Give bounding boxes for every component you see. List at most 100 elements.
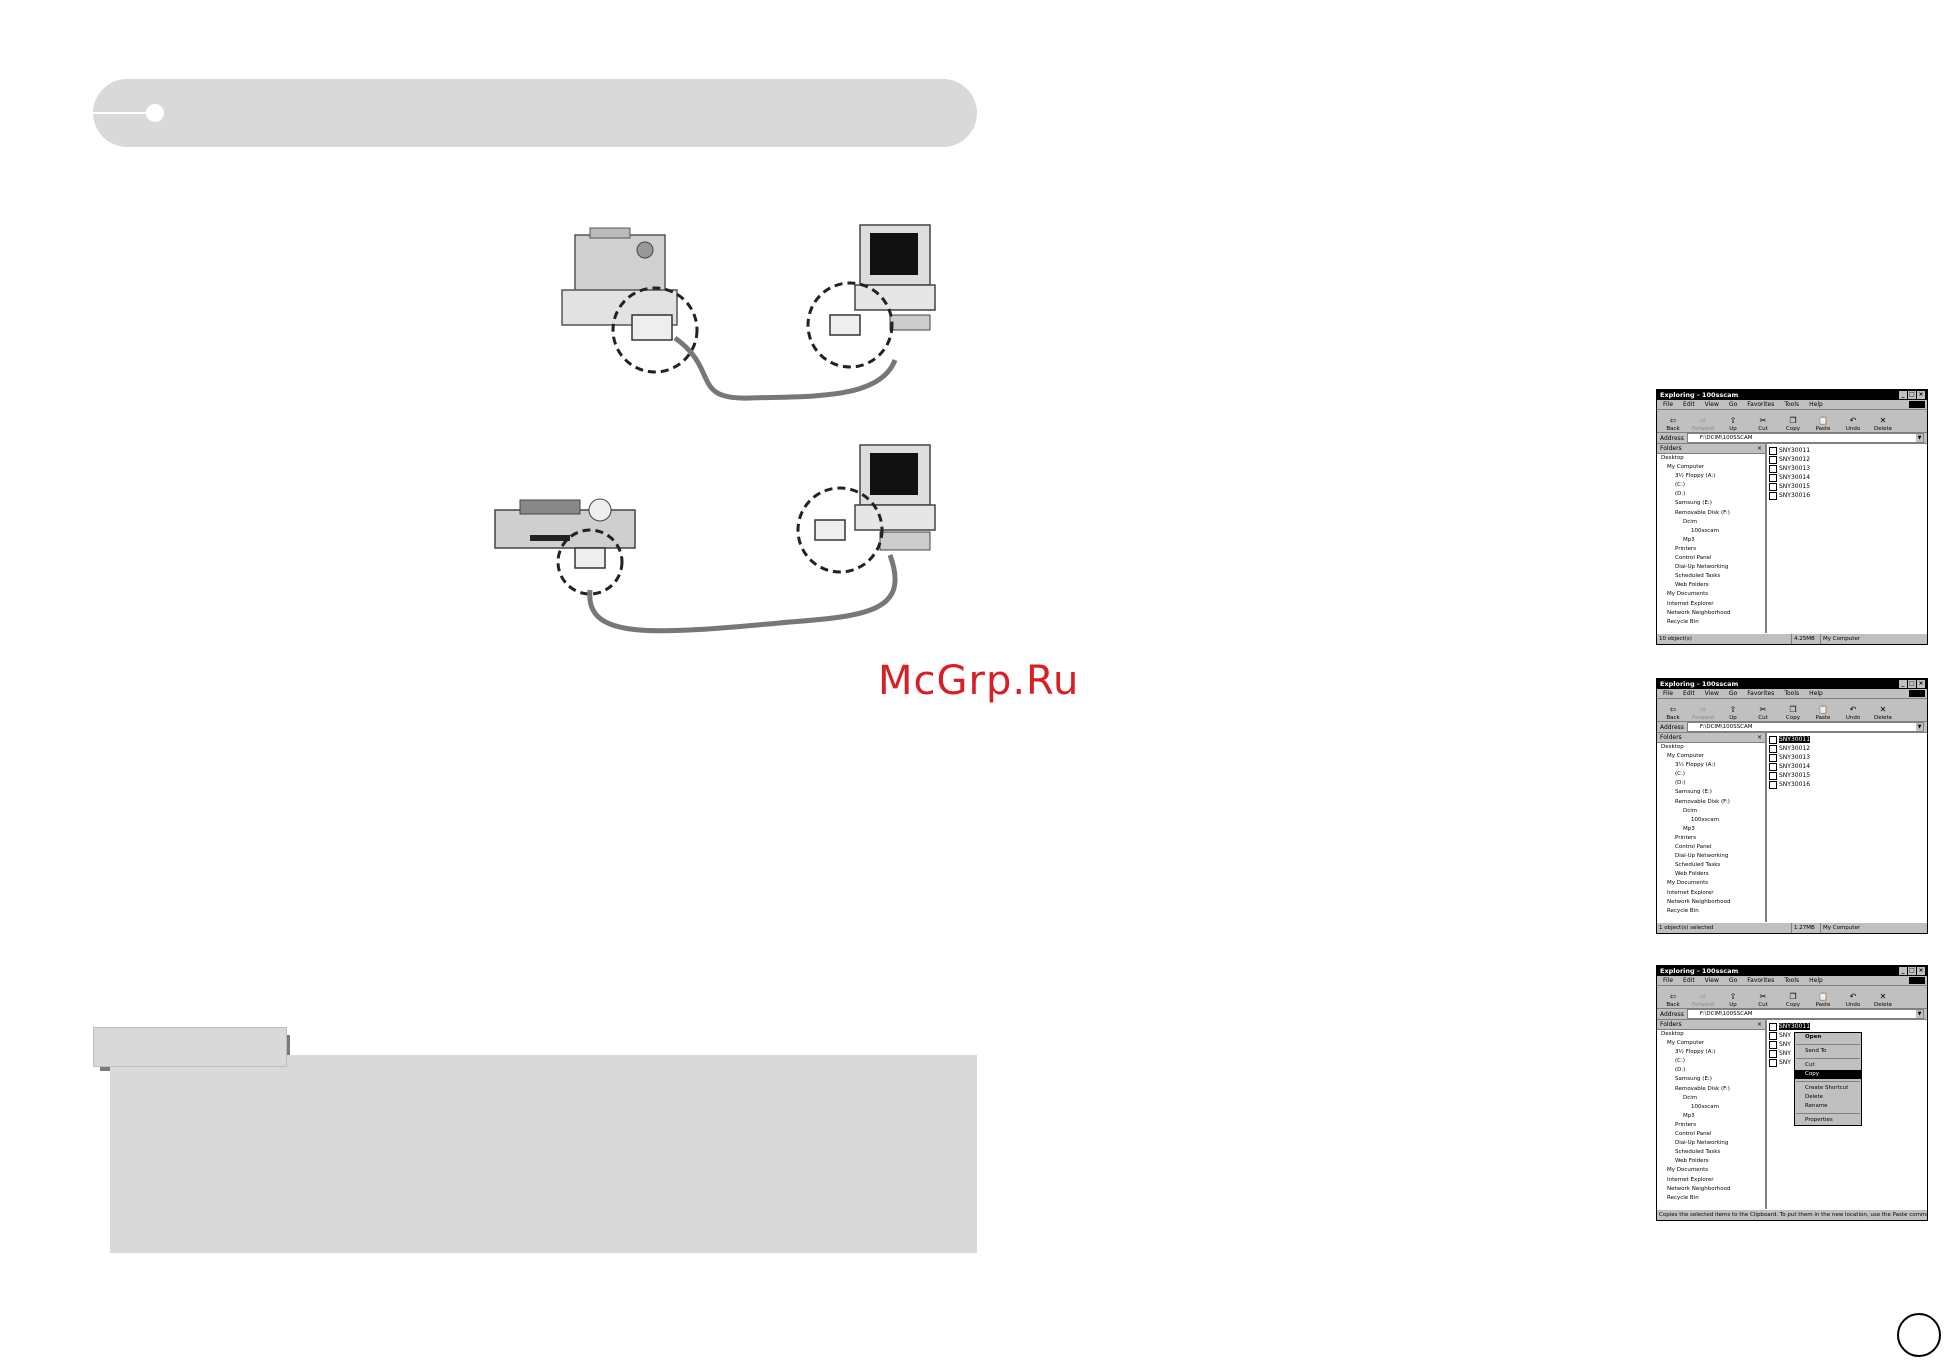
close-icon[interactable]: × xyxy=(1756,445,1762,452)
chevron-down-icon[interactable]: ▼ xyxy=(1916,434,1923,442)
tree-item[interactable]: Samsung (E:) xyxy=(1675,1076,1712,1083)
paste-button[interactable]: 📋Paste xyxy=(1810,416,1836,432)
tree-item[interactable]: Printers xyxy=(1675,545,1697,552)
back-button[interactable]: ⇦Back xyxy=(1660,416,1686,432)
delete-button[interactable]: ✕Delete xyxy=(1870,705,1896,721)
paste-button[interactable]: 📋Paste xyxy=(1810,705,1836,721)
file-item[interactable]: SNY xyxy=(1769,1058,1925,1067)
tree-item[interactable]: (C:) xyxy=(1675,1058,1685,1065)
tree-item[interactable]: Mp3 xyxy=(1683,825,1695,832)
tree-item[interactable]: Desktop xyxy=(1661,1031,1684,1037)
file-item[interactable]: SNY30012 xyxy=(1769,744,1925,753)
menu-view[interactable]: View xyxy=(1704,977,1719,984)
tree-item[interactable]: My Documents xyxy=(1667,1167,1709,1174)
context-menu-create-shortcut[interactable]: Create Shortcut xyxy=(1805,1085,1849,1091)
tree-item[interactable]: My Documents xyxy=(1667,591,1709,598)
tree-item[interactable]: Removable Disk (F:) xyxy=(1675,798,1730,805)
menu-tools[interactable]: Tools xyxy=(1784,690,1800,697)
context-menu-copy[interactable]: Copy xyxy=(1795,1070,1861,1079)
tree-item[interactable]: Printers xyxy=(1675,1121,1697,1128)
menu-go[interactable]: Go xyxy=(1728,690,1738,697)
minimize-button[interactable]: _ xyxy=(1899,680,1907,688)
menu-help[interactable]: Help xyxy=(1809,977,1823,984)
menu-edit[interactable]: Edit xyxy=(1683,401,1695,408)
file-item[interactable]: SNY xyxy=(1769,1031,1925,1040)
delete-button[interactable]: ✕Delete xyxy=(1870,992,1896,1008)
tree-item[interactable]: Internet Explorer xyxy=(1667,600,1714,607)
file-item[interactable]: SNY30015 xyxy=(1769,771,1925,780)
menu-favorites[interactable]: Favorites xyxy=(1747,690,1775,697)
tree-item[interactable]: Scheduled Tasks xyxy=(1675,573,1721,580)
undo-button[interactable]: ↶Undo xyxy=(1840,416,1866,432)
tree-item[interactable]: (D:) xyxy=(1675,780,1686,787)
tree-item[interactable]: (C:) xyxy=(1675,482,1685,489)
tree-item[interactable]: Control Panel xyxy=(1675,555,1712,562)
back-button[interactable]: ⇦Back xyxy=(1660,705,1686,721)
tree-item[interactable]: Dial-Up Networking xyxy=(1675,1140,1729,1147)
menu-file[interactable]: File xyxy=(1663,977,1674,984)
tree-item[interactable]: Mp3 xyxy=(1683,1112,1695,1119)
back-button[interactable]: ⇦Back xyxy=(1660,992,1686,1008)
tree-item[interactable]: Web Folders xyxy=(1675,582,1709,589)
cut-button[interactable]: ✂Cut xyxy=(1750,416,1776,432)
file-item[interactable]: SNY30016 xyxy=(1769,780,1925,789)
tree-item[interactable]: Recycle Bin xyxy=(1667,1194,1699,1201)
context-menu-rename[interactable]: Rename xyxy=(1805,1103,1828,1109)
context-menu-properties[interactable]: Properties xyxy=(1805,1117,1833,1123)
undo-button[interactable]: ↶Undo xyxy=(1840,705,1866,721)
maximize-button[interactable]: □ xyxy=(1908,967,1916,975)
file-item[interactable]: SNY30013 xyxy=(1769,464,1925,473)
copy-button[interactable]: ❐Copy xyxy=(1780,992,1806,1008)
address-input[interactable]: F:\DCIM\100SSCAM▼ xyxy=(1686,722,1924,732)
tree-item[interactable]: 3½ Floppy (A:) xyxy=(1675,473,1716,480)
context-menu-open[interactable]: Open xyxy=(1805,1034,1822,1040)
tree-item[interactable]: (C:) xyxy=(1675,771,1685,778)
chevron-down-icon[interactable]: ▼ xyxy=(1916,1010,1923,1018)
tree-item[interactable]: Desktop xyxy=(1661,744,1684,750)
close-icon[interactable]: × xyxy=(1756,734,1762,741)
tree-item[interactable]: Scheduled Tasks xyxy=(1675,1149,1721,1156)
file-item[interactable]: SNY30011 xyxy=(1769,446,1925,455)
address-input[interactable]: F:\DCIM\100SSCAM▼ xyxy=(1686,433,1924,443)
menu-edit[interactable]: Edit xyxy=(1683,977,1695,984)
tree-item[interactable]: Network Neighborhood xyxy=(1667,609,1731,616)
forward-button[interactable]: ⇨Forward xyxy=(1690,992,1716,1008)
tree-item[interactable]: Dcim xyxy=(1683,1094,1698,1101)
tree-item[interactable]: Scheduled Tasks xyxy=(1675,862,1721,869)
tree-item[interactable]: Dial-Up Networking xyxy=(1675,853,1729,860)
delete-button[interactable]: ✕Delete xyxy=(1870,416,1896,432)
menu-help[interactable]: Help xyxy=(1809,401,1823,408)
tree-item[interactable]: My Computer xyxy=(1667,464,1705,471)
file-item[interactable]: SNY30014 xyxy=(1769,762,1925,771)
tree-item[interactable]: My Documents xyxy=(1667,880,1709,887)
tree-item[interactable]: Control Panel xyxy=(1675,844,1712,851)
tree-item[interactable]: Internet Explorer xyxy=(1667,889,1714,896)
tree-item[interactable]: Network Neighborhood xyxy=(1667,1185,1731,1192)
tree-item[interactable]: Removable Disk (F:) xyxy=(1675,1085,1730,1092)
tree-item[interactable]: 3½ Floppy (A:) xyxy=(1675,762,1716,769)
menu-favorites[interactable]: Favorites xyxy=(1747,977,1775,984)
context-menu-send-to[interactable]: Send To xyxy=(1805,1048,1827,1054)
copy-button[interactable]: ❐Copy xyxy=(1780,416,1806,432)
file-item-selected[interactable]: SNY30011 xyxy=(1769,735,1925,744)
tree-item[interactable]: Control Panel xyxy=(1675,1131,1712,1138)
file-item[interactable]: SNY xyxy=(1769,1040,1925,1049)
address-input[interactable]: F:\DCIM\100SSCAM▼ xyxy=(1686,1009,1924,1019)
up-button[interactable]: ⇧Up xyxy=(1720,416,1746,432)
close-button[interactable]: × xyxy=(1917,967,1925,975)
up-button[interactable]: ⇧Up xyxy=(1720,705,1746,721)
tree-item[interactable]: Mp3 xyxy=(1683,536,1695,543)
tree-item[interactable]: Dial-Up Networking xyxy=(1675,564,1729,571)
menu-favorites[interactable]: Favorites xyxy=(1747,401,1775,408)
chevron-down-icon[interactable]: ▼ xyxy=(1916,723,1923,731)
file-item-selected[interactable]: SNY30011 xyxy=(1769,1022,1925,1031)
file-item[interactable]: SNY30014 xyxy=(1769,473,1925,482)
tree-item[interactable]: Network Neighborhood xyxy=(1667,898,1731,905)
menu-go[interactable]: Go xyxy=(1728,401,1738,408)
tree-item[interactable]: Removable Disk (F:) xyxy=(1675,509,1730,516)
tree-item[interactable]: Dcim xyxy=(1683,807,1698,814)
close-button[interactable]: × xyxy=(1917,391,1925,399)
file-item[interactable]: SNY30013 xyxy=(1769,753,1925,762)
tree-item[interactable]: Samsung (E:) xyxy=(1675,500,1712,507)
close-icon[interactable]: × xyxy=(1756,1021,1762,1028)
